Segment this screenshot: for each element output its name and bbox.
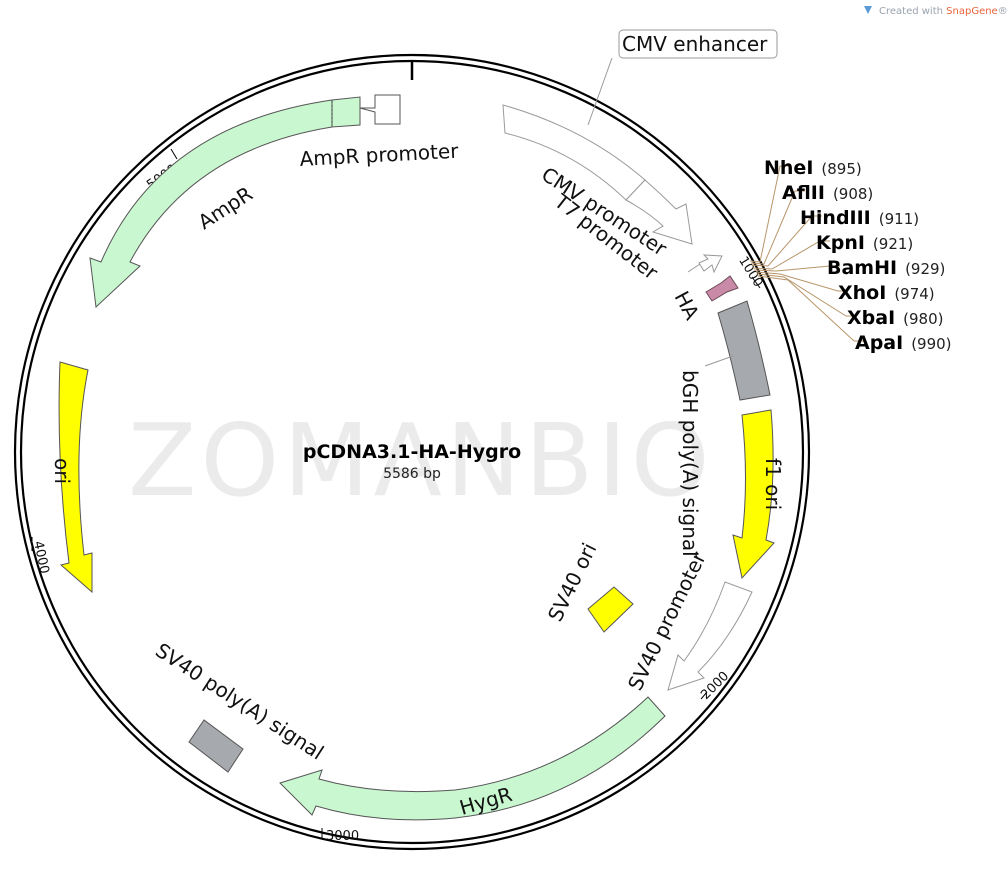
restriction-site-leaders	[749, 165, 864, 342]
svg-text:XbaI(980): XbaI(980)	[847, 307, 943, 329]
f1-ori-arrow	[732, 409, 775, 580]
hygr-label: HygR	[457, 782, 515, 820]
restriction-site-kpni[interactable]: KpnI(921)	[816, 232, 913, 254]
feature-bgh-polya[interactable]: bGH poly(A) signal	[678, 300, 771, 557]
ampr-arrow	[89, 99, 333, 309]
plasmid-name: pCDNA3.1-HA-Hygro	[303, 441, 521, 463]
bgh-polya-label: bGH poly(A) signal	[678, 370, 702, 557]
tick-4000: 4000	[30, 537, 52, 575]
svg-text:Created with SnapGene®: Created with SnapGene®	[879, 6, 1007, 17]
cmv-promoter-arrow	[625, 179, 693, 245]
snapgene-logo-icon	[864, 6, 872, 14]
ori-arrow	[58, 361, 93, 594]
svg-text:KpnI(921): KpnI(921)	[816, 232, 913, 254]
feature-sv40-ori[interactable]: SV40 ori	[543, 539, 634, 633]
svg-text:AflII(908): AflII(908)	[782, 182, 873, 204]
restriction-site-xbai[interactable]: XbaI(980)	[847, 307, 943, 329]
restriction-site-xhoi[interactable]: XhoI(974)	[838, 282, 935, 304]
ampr-promoter-label: AmpR promoter	[299, 139, 460, 171]
t7-promoter-arrow	[698, 254, 723, 274]
credit-mark: ®	[998, 6, 1007, 17]
svg-text:ApaI(990): ApaI(990)	[855, 332, 952, 354]
credit-prefix: Created with	[879, 6, 946, 17]
feature-f1-ori[interactable]: f1 ori	[732, 409, 785, 580]
feature-sv40-promoter[interactable]: SV40 promoter	[623, 547, 753, 694]
restriction-site-aflii[interactable]: AflII(908)	[782, 182, 873, 204]
restriction-site-apai[interactable]: ApaI(990)	[855, 332, 952, 354]
ha-label: HA	[670, 287, 705, 324]
ampr-promoter-arrow	[359, 94, 401, 125]
feature-ampr[interactable]: AmpR	[89, 99, 333, 309]
credit-brand: SnapGene	[946, 6, 998, 17]
hygr-arrow	[279, 696, 666, 821]
sv40-polya-box	[188, 719, 244, 773]
svg-text:4000: 4000	[30, 540, 52, 575]
plasmid-size: 5586 bp	[383, 466, 441, 482]
feature-sv40-polya[interactable]: SV40 poly(A) signal	[151, 638, 328, 773]
feature-cmv-enhancer[interactable]: CMV enhancer	[502, 29, 778, 201]
svg-text:3000: 3000	[326, 829, 359, 844]
ori-label: ori	[50, 458, 74, 484]
backbone-outer-ring	[13, 53, 811, 851]
cmv-enhancer-label: CMV enhancer	[622, 32, 768, 56]
svg-text:HindIII(911): HindIII(911)	[800, 207, 919, 229]
snapgene-credit: Created with SnapGene®	[864, 6, 1007, 17]
sv40-promoter-arrow	[667, 581, 753, 691]
restriction-site-hindiii[interactable]: HindIII(911)	[800, 207, 919, 229]
sv40-polya-label: SV40 poly(A) signal	[151, 638, 328, 765]
restriction-site-nhei[interactable]: NheI(895)	[764, 157, 862, 179]
svg-text:XhoI(974): XhoI(974)	[838, 282, 935, 304]
tick-3000: 3000	[321, 828, 359, 844]
bgh-polya-box	[717, 300, 771, 401]
f1-ori-label: f1 ori	[761, 458, 785, 510]
svg-text:BamHI(929): BamHI(929)	[827, 257, 945, 279]
watermark: ZOMANBIO	[128, 402, 714, 519]
ampr-label: AmpR	[194, 181, 257, 234]
feature-hygr[interactable]: HygR	[279, 696, 666, 821]
svg-text:NheI(895): NheI(895)	[764, 157, 862, 179]
sv40-ori-box	[587, 586, 634, 633]
ha-arrow	[705, 275, 739, 302]
cmv-enhancer-label-box	[618, 29, 778, 59]
restriction-site-bamhi[interactable]: BamHI(929)	[827, 257, 945, 279]
feature-ori[interactable]: ori	[50, 361, 93, 594]
